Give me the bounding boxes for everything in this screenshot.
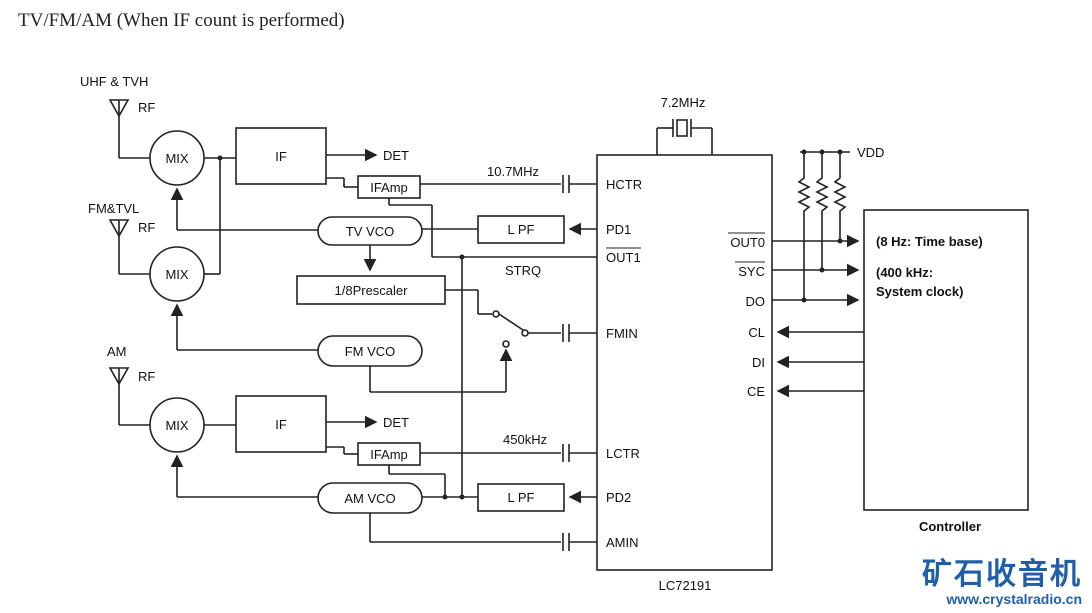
pin-lctr: LCTR — [606, 446, 640, 461]
pin-out0: OUT0 — [730, 235, 765, 250]
chip-lc72191 — [596, 154, 773, 571]
mixer-am-label: MIX — [165, 418, 188, 433]
antenna-fm-rf: RF — [138, 220, 155, 235]
antenna-uhf-label: UHF & TVH — [80, 74, 148, 89]
controller-note-clock-2: System clock) — [876, 284, 963, 299]
watermark-chinese: 矿石收音机 — [922, 557, 1082, 592]
mixer-fm-label: MIX — [165, 267, 188, 282]
ifamp-lower-label: IFAmp — [370, 447, 408, 462]
strq-label: STRQ — [505, 263, 541, 278]
crystal-icon — [676, 119, 688, 137]
pin-ce: CE — [747, 384, 765, 399]
prescaler — [296, 275, 446, 305]
pin-syc: SYC — [738, 264, 765, 279]
crystal-freq-label: 7.2MHz — [661, 95, 706, 110]
pin-pd1: PD1 — [606, 222, 631, 237]
am-vco-label: AM VCO — [344, 491, 395, 506]
pin-fmin: FMIN — [606, 326, 638, 341]
antenna-fm-icon — [108, 219, 150, 275]
freq-450-label: 450kHz — [503, 432, 547, 447]
tv-vco-label: TV VCO — [346, 224, 394, 239]
det-upper-label: DET — [383, 148, 409, 163]
lpf-upper — [477, 215, 565, 244]
page-title: TV/FM/AM (When IF count is performed) — [18, 10, 345, 31]
controller-label: Controller — [919, 519, 981, 534]
freq-107-label: 10.7MHz — [487, 164, 539, 179]
controller-note-clock-1: (400 kHz: — [876, 265, 933, 280]
fm-vco-label: FM VCO — [345, 344, 396, 359]
prescaler-label: 1/8Prescaler — [335, 283, 409, 298]
pullup-resistors — [797, 152, 847, 300]
controller-note-timebase: (8 Hz: Time base) — [876, 234, 983, 249]
pin-pd2: PD2 — [606, 490, 631, 505]
pin-amin: AMIN — [606, 535, 639, 550]
antenna-am-icon — [108, 367, 150, 426]
antenna-uhf-rf: RF — [138, 100, 155, 115]
pin-cl: CL — [748, 325, 765, 340]
if-upper-label: IF — [275, 149, 287, 164]
antenna-am-rf: RF — [138, 369, 155, 384]
mixer-uhf-label: MIX — [165, 151, 188, 166]
if-lower-label: IF — [275, 417, 287, 432]
pin-do: DO — [746, 294, 766, 309]
antenna-uhf-icon — [108, 99, 150, 159]
if-block-lower — [235, 395, 327, 453]
lpf-lower-label: L PF — [508, 490, 535, 505]
pin-di: DI — [752, 355, 765, 370]
antenna-fm-label: FM&TVL — [88, 201, 139, 216]
watermark-url: www.crystalradio.cn — [946, 591, 1082, 607]
antenna-am-label: AM — [107, 344, 127, 359]
chip-name: LC72191 — [659, 578, 712, 593]
pin-out1: OUT1 — [606, 250, 641, 265]
det-lower-label: DET — [383, 415, 409, 430]
if-block-upper — [235, 127, 327, 185]
pin-hctr: HCTR — [606, 177, 642, 192]
controller-block — [863, 209, 1029, 511]
lpf-upper-label: L PF — [508, 222, 535, 237]
watermark-logo: 矿石收音机 www.crystalradio.cn — [922, 557, 1082, 608]
ifamp-upper-label: IFAmp — [370, 180, 408, 195]
vdd-label: VDD — [857, 145, 884, 160]
